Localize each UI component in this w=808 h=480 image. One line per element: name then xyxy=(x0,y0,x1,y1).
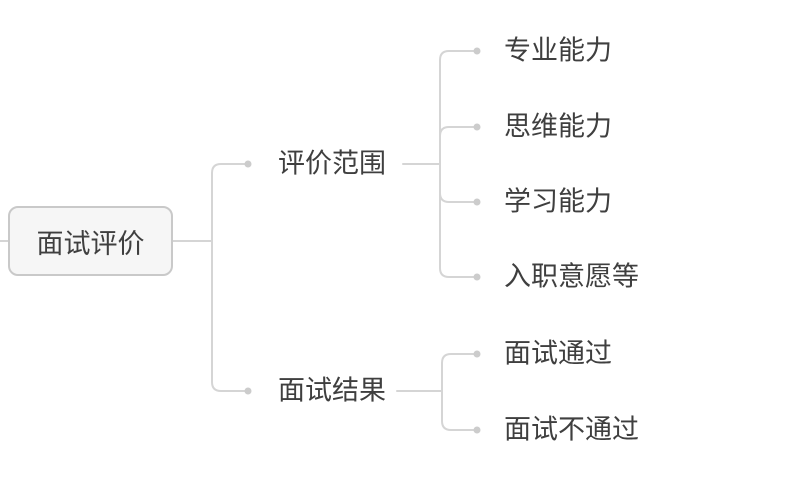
connector-to-interview-pass xyxy=(441,353,478,392)
node-thinking-ability[interactable]: 思维能力 xyxy=(504,111,612,142)
node-dot xyxy=(473,273,481,281)
node-dot xyxy=(244,160,252,168)
connector-to-thinking-ability xyxy=(439,126,478,165)
node-dot xyxy=(473,350,481,358)
node-dot xyxy=(244,387,252,395)
connector-root-to-branch-evaluation-scope xyxy=(211,163,249,242)
node-dot xyxy=(473,426,481,434)
node-dot xyxy=(473,123,481,131)
node-learning-ability[interactable]: 学习能力 xyxy=(504,186,612,217)
node-branch-interview-result[interactable]: 面试结果 xyxy=(278,375,386,406)
node-branch-evaluation-scope[interactable]: 评价范围 xyxy=(278,148,386,179)
node-root[interactable]: 面试评价 xyxy=(8,206,173,276)
connector-to-willingness xyxy=(439,163,478,278)
node-interview-fail[interactable]: 面试不通过 xyxy=(504,414,639,445)
connector-root-to-branch-interview-result xyxy=(211,240,249,392)
node-interview-pass[interactable]: 面试通过 xyxy=(504,338,612,369)
connector-lines xyxy=(0,50,478,431)
node-dot xyxy=(473,47,481,55)
connector-to-learning-ability xyxy=(439,163,478,203)
connector-to-interview-fail xyxy=(441,390,478,431)
connector-to-professional-ability xyxy=(439,50,478,165)
connector-end-dots xyxy=(244,47,481,434)
node-root-label: 面试评价 xyxy=(36,228,145,259)
node-professional-ability[interactable]: 专业能力 xyxy=(504,35,612,66)
node-willingness[interactable]: 入职意愿等 xyxy=(504,261,639,292)
node-dot xyxy=(473,198,481,206)
